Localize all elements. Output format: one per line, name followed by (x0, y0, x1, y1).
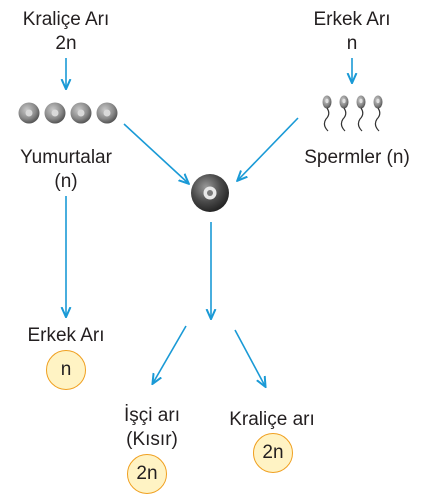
male-parent-title: Erkek Arı (313, 9, 391, 30)
queen-offspring-label: Kraliçe arı (229, 409, 315, 430)
arrow-to-queen-offspring (234, 329, 265, 386)
worker-offspring-ploidy-badge: 2n (127, 454, 167, 494)
arrow-sperms-to-zygote (238, 117, 299, 180)
egg-icon (70, 102, 92, 124)
sperm-icon (356, 95, 366, 132)
male-offspring-ploidy-badge: n (46, 350, 86, 390)
sperm-cells (322, 95, 383, 132)
eggs-ploidy-label: (n) (54, 171, 78, 192)
worker-offspring-sterile-label: (Kısır) (126, 429, 178, 450)
sperm-icon (339, 95, 349, 132)
egg-icon (18, 102, 40, 124)
sperm-icon (322, 95, 332, 132)
arrow-eggs-to-zygote (123, 123, 188, 183)
egg-icon (96, 102, 118, 124)
egg-cells (18, 102, 118, 124)
worker-offspring-label: İşçi arı (124, 405, 180, 426)
male-parent-ploidy: n (346, 33, 358, 54)
zygote-icon (191, 174, 229, 212)
queen-offspring-ploidy-badge: 2n (253, 433, 293, 473)
egg-icon (44, 102, 66, 124)
arrow-to-worker (153, 325, 187, 383)
arrows (66, 58, 352, 386)
eggs-label: Yumurtalar (20, 147, 112, 168)
queen-parent-ploidy: 2n (55, 33, 77, 54)
sperm-icon (373, 95, 383, 132)
sperms-label: Spermler (n) (304, 147, 410, 168)
male-offspring-label: Erkek Arı (27, 325, 105, 346)
queen-parent-title: Kraliçe Arı (22, 9, 110, 30)
